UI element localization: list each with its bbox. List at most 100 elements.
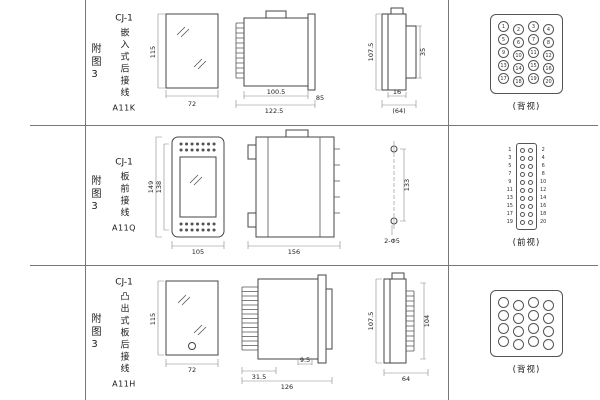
figure-row-a11q: 附图3 CJ-1 板前接线 A11Q 149 138 — [0, 125, 600, 265]
dim-front-height-1: 149 — [148, 181, 155, 193]
model-label-block: CJ-1 嵌入式后接线 A11K — [102, 13, 146, 112]
terminal-pin — [528, 147, 533, 153]
terminal-pin-pair — [520, 171, 533, 177]
terminal-number: 3 — [508, 154, 512, 161]
terminal-pin: 17 — [498, 72, 509, 84]
terminal-pin — [528, 219, 533, 225]
terminal-grid-back-view — [490, 290, 563, 357]
figure-row-a11k: 附图3 CJ-1 嵌入式后接线 A11K 115 72 — [0, 0, 600, 125]
side-view-outline — [241, 274, 333, 364]
terminal-number: 19 — [506, 218, 513, 225]
terminal-pin — [528, 211, 533, 217]
model-name: CJ-1 — [115, 157, 133, 168]
dim-front-width: 72 — [188, 100, 196, 108]
terminal-pin: 16 — [543, 62, 554, 74]
dim-side-width-2: 126 — [281, 383, 293, 391]
side-view-outline — [235, 10, 316, 91]
terminal-pin — [520, 163, 525, 169]
terminal-pin — [520, 219, 525, 225]
terminal-number: 4 — [541, 154, 545, 161]
terminal-pin — [528, 195, 533, 201]
dim-front-height-2: 138 — [155, 181, 163, 193]
terminal-pin — [513, 326, 524, 337]
terminal-pin-pair — [520, 147, 533, 153]
terminal-pin-pair — [520, 179, 533, 185]
mounting-hole-view — [390, 141, 406, 235]
dim-front-height: 115 — [149, 313, 157, 325]
dim-front-width: 72 — [188, 366, 196, 374]
figure-number-label: 附图3 — [89, 312, 100, 353]
terminal-number: 20 — [540, 218, 547, 225]
table-grid-line-horizontal-1 — [30, 125, 598, 126]
terminal-number: 14 — [540, 194, 547, 201]
front-view-outline — [171, 136, 225, 238]
terminal-pin — [528, 171, 533, 177]
terminal-pin — [513, 300, 524, 311]
model-code: A11Q — [112, 223, 136, 233]
model-label-block: CJ-1 凸出式板后接线 A11H — [102, 277, 146, 388]
terminal-pin-pair — [520, 155, 533, 161]
terminal-pin: 15 — [528, 59, 539, 71]
terminal-pin — [528, 310, 539, 321]
terminal-number: 2 — [541, 146, 545, 153]
terminal-pin: 14 — [513, 62, 524, 74]
terminal-pin — [520, 171, 525, 177]
terminal-pin — [513, 339, 524, 350]
terminal-pin — [528, 187, 533, 193]
front-view-outline — [165, 280, 219, 356]
terminal-pin — [520, 187, 525, 193]
dim-profile-height-2: 104 — [423, 315, 431, 327]
terminal-number: 12 — [540, 186, 547, 193]
terminal-pin — [528, 203, 533, 209]
terminal-pin-pair — [520, 203, 533, 209]
front-view-dimension-lines — [157, 13, 219, 98]
dimension-drawing-a11h: 115 72 9.5 31.5 126 — [149, 272, 431, 391]
dim-side-width-1: 31.5 — [252, 373, 266, 381]
view-orientation-label: (前视) — [512, 237, 541, 248]
hole-diameter-note: 2-Φ5 — [384, 237, 400, 245]
terminal-pin: 20 — [543, 75, 554, 87]
dim-front-height: 115 — [149, 46, 157, 58]
terminal-pin: 3 — [528, 20, 539, 32]
terminal-pin — [520, 211, 525, 217]
profile-view-outline — [381, 7, 417, 91]
terminal-pin: 4 — [543, 23, 554, 35]
model-name: CJ-1 — [115, 13, 133, 23]
terminal-pin: 9 — [498, 46, 509, 58]
terminal-pin-pair — [520, 163, 533, 169]
terminal-view-area: (背视) — [455, 265, 598, 400]
view-orientation-label: (背视) — [512, 365, 541, 375]
terminal-number: 7 — [508, 170, 512, 177]
terminal-pin — [543, 326, 554, 337]
terminal-pin — [498, 297, 509, 308]
front-view-dimension-lines — [157, 280, 219, 367]
table-grid-line-horizontal-2 — [30, 265, 598, 266]
terminal-number: 5 — [508, 162, 512, 169]
model-code: A11K — [112, 103, 136, 112]
dim-profile-depth: 35 — [419, 48, 427, 56]
dim-profile-height: 107.5 — [367, 43, 375, 62]
terminal-pin — [520, 195, 525, 201]
figure-number-label: 附图3 — [89, 42, 100, 83]
terminal-pin — [528, 155, 533, 161]
terminal-pin — [528, 297, 539, 308]
terminal-pin: 11 — [528, 46, 539, 58]
side-view-dimension-lines — [235, 91, 316, 108]
model-label-block: CJ-1 板前接线 A11Q — [102, 158, 146, 233]
dim-side-depth: 85 — [316, 94, 324, 102]
dim-profile-height-1: 107.5 — [367, 312, 375, 331]
dimension-drawing-a11k: 115 72 100.5 122.5 85 — [149, 7, 427, 115]
table-grid-line-vertical-left — [85, 0, 86, 400]
dim-profile-width-1: 16 — [393, 88, 401, 96]
terminal-number: 18 — [540, 210, 547, 217]
view-orientation-label: (背视) — [512, 101, 541, 112]
terminal-pin: 8 — [543, 36, 554, 48]
profile-view-dimension-lines — [375, 278, 429, 376]
terminal-number: 15 — [506, 202, 513, 209]
dimension-drawing-a11q: 149 138 105 156 — [148, 129, 411, 256]
terminal-number: 8 — [541, 170, 545, 177]
